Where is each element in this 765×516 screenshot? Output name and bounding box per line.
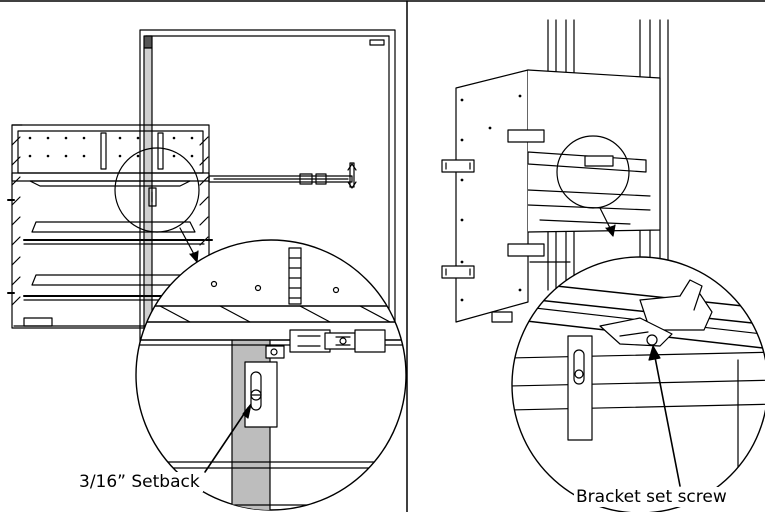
right-cabinet-overview bbox=[441, 19, 669, 323]
setback-callout-label: 3/16” Setback bbox=[76, 472, 203, 492]
left-detail-lens bbox=[135, 239, 407, 511]
bracket-set-screw-label: Bracket set screw bbox=[574, 487, 729, 507]
right-detail-lens bbox=[511, 256, 765, 514]
